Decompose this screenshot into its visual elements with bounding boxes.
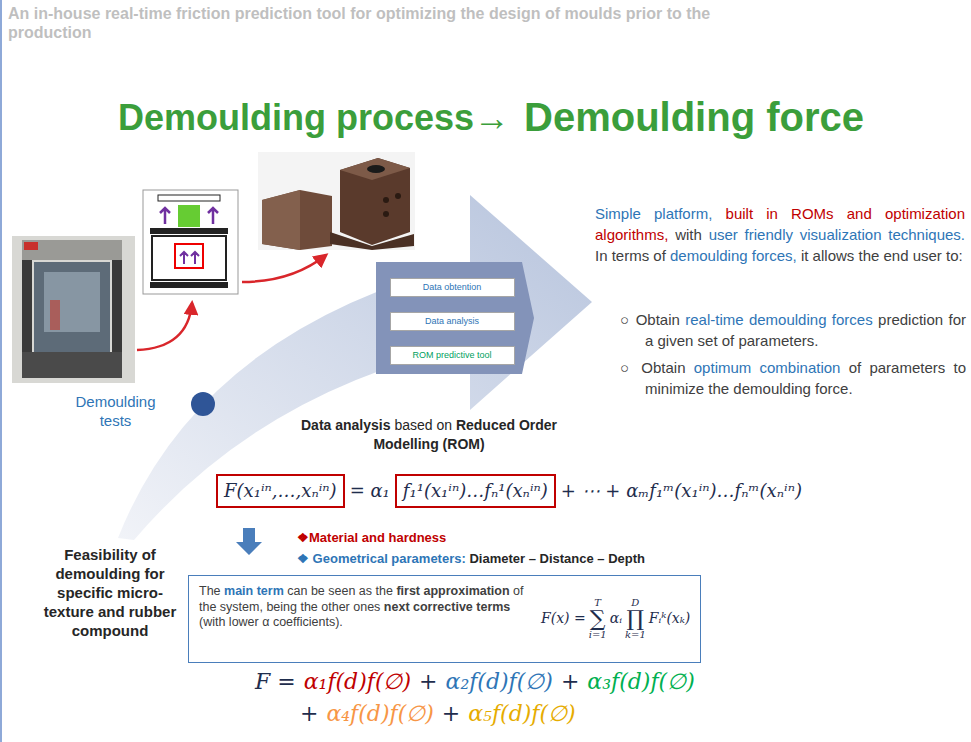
mould-photo (258, 152, 415, 250)
text-run: Diameter – Distance – Depth (469, 551, 645, 566)
slide-edge (0, 0, 2, 742)
expanded-formula: + α₄f(d)f(∅) + α₅f(d)f(∅) (300, 700, 576, 728)
flow-arrow (242, 255, 326, 282)
formula-symbol: D (631, 598, 639, 608)
flow-arrow (137, 303, 192, 350)
text-run: user friendly visualization techniques. (709, 226, 965, 243)
description-paragraph: Simple platform, built in ROMs and optim… (595, 203, 965, 266)
section-heading: Demoulding process→ (118, 96, 510, 140)
text-run: In terms of (595, 247, 666, 264)
step-label: Data obtention (399, 282, 506, 293)
note-formula: T∑i=1 D∏k=1 F(x) = αᵢ Fᵢᵏ(xₖ) (541, 598, 690, 640)
formula-symbol: i=1 (589, 630, 607, 640)
text-run: α₅f(d)f(∅) (468, 700, 575, 728)
formula-symbol: F(x) = (541, 611, 586, 626)
text-run: + (561, 668, 579, 696)
step-label: Data analysis (399, 316, 506, 327)
note-box: The main term can be seen as the first a… (188, 575, 701, 663)
text-run: ❖Material and hardness (297, 530, 446, 545)
text-run: optimum combination (694, 359, 841, 376)
formula-symbol: αᵢ (610, 611, 622, 626)
rom-caption: Data analysis based on Reduced Order Mod… (298, 416, 560, 454)
formula-symbol: ∏ (627, 608, 645, 630)
text-run: + (300, 700, 318, 728)
text-run: α₂f(d)f(∅) (446, 668, 553, 696)
text-run: it allows the end user to: (801, 247, 963, 264)
text-run: real-time demoulding forces (685, 311, 873, 328)
text-run: α₁f(d)f(∅) (304, 668, 411, 696)
parameter-item: ❖Material and hardness (297, 529, 446, 546)
text-run: Data analysis (301, 417, 391, 433)
note-text: The main term can be seen as the first a… (199, 584, 534, 631)
formula-symbol: ∑ (590, 608, 606, 630)
bullet-item: ○ Obtain optimum combination of paramete… (620, 357, 966, 399)
bullet-item: ○ Obtain real-time demoulding forces pre… (620, 309, 966, 351)
formula-symbol: Fᵢᵏ(xₖ) (649, 611, 691, 626)
step-label: ROM predictive tool (399, 350, 506, 361)
note-phrase: main term (224, 584, 284, 598)
note-phrase: next corrective terms (384, 600, 510, 614)
process-step: Data obtention (390, 278, 515, 297)
down-arrow (236, 528, 262, 555)
text-run: ❖ Geometrical parameters: (297, 551, 466, 566)
text-run: based on (394, 417, 452, 433)
expanded-formula: F = α₁f(d)f(∅) + α₂f(d)f(∅) + α₃f(d)f(∅) (255, 668, 695, 696)
formula-term: f₁¹(x₁ⁱⁿ)…fₙ¹(xₙⁱⁿ) (403, 479, 548, 503)
text-run: F = (255, 668, 296, 696)
note-phrase: first approximation (396, 584, 509, 598)
main-formula: F(x₁ⁱⁿ,…,xₙⁱⁿ) f₁¹(x₁ⁱⁿ)…fₙ¹(xₙⁱⁿ) = α₁ + ⋯… (216, 474, 802, 508)
note-phrase: The (199, 584, 221, 598)
formula-symbol: k=1 (625, 630, 646, 640)
step-panel (376, 262, 534, 374)
process-step: ROM predictive tool (390, 346, 515, 365)
text-run: ○ Obtain (620, 359, 686, 376)
formula-term: F(x₁ⁱⁿ,…,xₙⁱⁿ) (224, 479, 337, 503)
text-run: + ⋯ + αₘf₁ᵐ(x₁ⁱⁿ)…fₙᵐ(xₙⁱⁿ) (561, 479, 802, 503)
text-run: demoulding forces, (670, 247, 797, 264)
formula-box: F(x₁ⁱⁿ,…,xₙⁱⁿ) (216, 474, 345, 508)
note-phrase: (with lower α coefficients). (199, 615, 343, 629)
side-note: Feasibility of demoulding for specific m… (36, 545, 184, 640)
text-run: + (419, 668, 437, 696)
parameter-item: ❖ Geometrical parameters: Diameter – Dis… (297, 550, 645, 567)
slide-title: An in-house real-time friction predictio… (8, 4, 798, 42)
photo-caption: Demoulding tests (58, 392, 173, 430)
text-run: α₄f(d)f(∅) (326, 700, 433, 728)
note-phrase: can be seen as the (287, 584, 393, 598)
section-heading: Demoulding force (524, 93, 864, 141)
text-run: with (675, 226, 702, 243)
process-step: Data analysis (390, 312, 515, 331)
text-run: α₃f(d)f(∅) (587, 668, 694, 696)
text-run: = α₁ (350, 479, 390, 503)
sum-operator: T∑i=1 (589, 598, 607, 640)
test-schematic (143, 190, 238, 294)
formula-symbol: T (594, 598, 601, 608)
text-run: ○ Obtain (620, 311, 680, 328)
machine-photo (12, 236, 135, 383)
formula-box: f₁¹(x₁ⁱⁿ)…fₙ¹(xₙⁱⁿ) (395, 474, 556, 508)
text-run: Simple platform, (595, 205, 712, 222)
product-operator: D∏k=1 (625, 598, 646, 640)
text-run: + (442, 700, 460, 728)
start-dot (191, 392, 215, 416)
